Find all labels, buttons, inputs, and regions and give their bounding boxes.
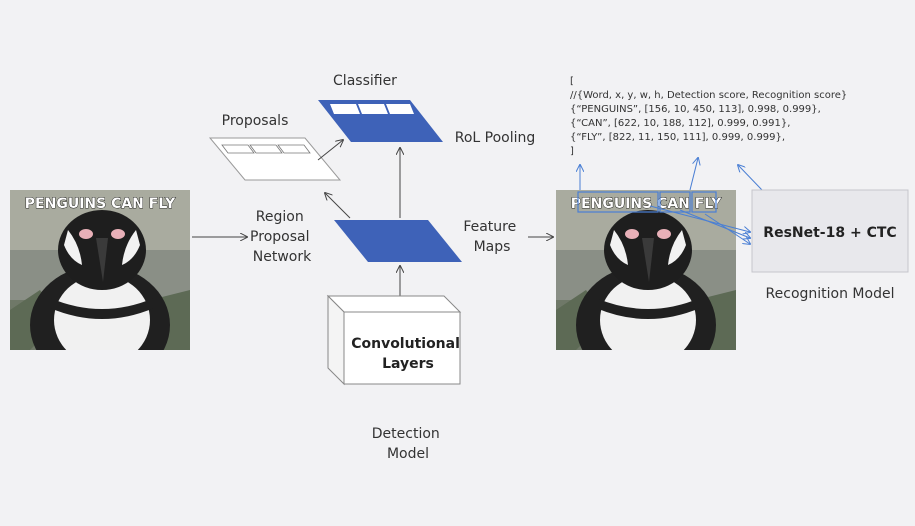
arrow-proposals-to-classifier bbox=[317, 140, 343, 161]
arrow-fly-to-recognition bbox=[704, 213, 750, 244]
arrow-detection-to-output-2 bbox=[689, 158, 698, 191]
proposals-label: Proposals bbox=[222, 113, 289, 129]
output-line: {“CAN”, [622, 10, 188, 112], 0.999, 0.99… bbox=[570, 118, 790, 129]
image-caption-right: PENGUINS CAN FLY bbox=[571, 196, 722, 212]
arrow-penguins-to-recognition bbox=[649, 205, 750, 232]
feature-maps-plane bbox=[334, 220, 462, 262]
output-line: //{Word, x, y, w, h, Detection score, Re… bbox=[570, 90, 847, 101]
penguin-photo-right bbox=[556, 190, 736, 385]
conv-layers-label: Convolutional Layers bbox=[351, 336, 465, 372]
detection-model-label: Detection Model bbox=[372, 426, 444, 462]
roi-pooling-label: RoL Pooling bbox=[455, 130, 536, 146]
detection-box-fly bbox=[691, 191, 717, 213]
output-line: {“PENGUINS”, [156, 10, 450, 113], 0.998,… bbox=[570, 104, 821, 115]
feature-maps-label: Feature Maps bbox=[463, 219, 520, 255]
output-image: PENGUINS CAN FLY bbox=[556, 190, 736, 385]
arrow-features-to-proposals bbox=[325, 193, 351, 219]
output-line: [ bbox=[570, 76, 574, 87]
classifier-label: Classifier bbox=[333, 73, 397, 89]
classifier-plane bbox=[318, 100, 443, 142]
convolutional-layers-cube bbox=[326, 294, 462, 386]
rpn-label: Region Proposal Network bbox=[250, 209, 314, 265]
arrow-recognition-to-output bbox=[738, 165, 763, 191]
output-line: {“FLY”, [822, 11, 150, 111], 0.999, 0.99… bbox=[570, 132, 785, 143]
input-image: PENGUINS CAN FLY bbox=[10, 190, 190, 385]
recognition-box-label: ResNet-18 + CTC bbox=[763, 225, 896, 241]
penguin-photo-left bbox=[10, 190, 190, 385]
recognition-model-box bbox=[751, 189, 909, 273]
proposals-plane bbox=[208, 137, 342, 181]
recognition-model-label: Recognition Model bbox=[766, 286, 895, 302]
image-caption-left: PENGUINS CAN FLY bbox=[25, 196, 176, 212]
output-line: ] bbox=[570, 146, 574, 157]
detection-box-penguins bbox=[577, 191, 659, 213]
output-json: [ //{Word, x, y, w, h, Detection score, … bbox=[570, 76, 847, 157]
arrow-can-to-recognition bbox=[679, 209, 750, 238]
